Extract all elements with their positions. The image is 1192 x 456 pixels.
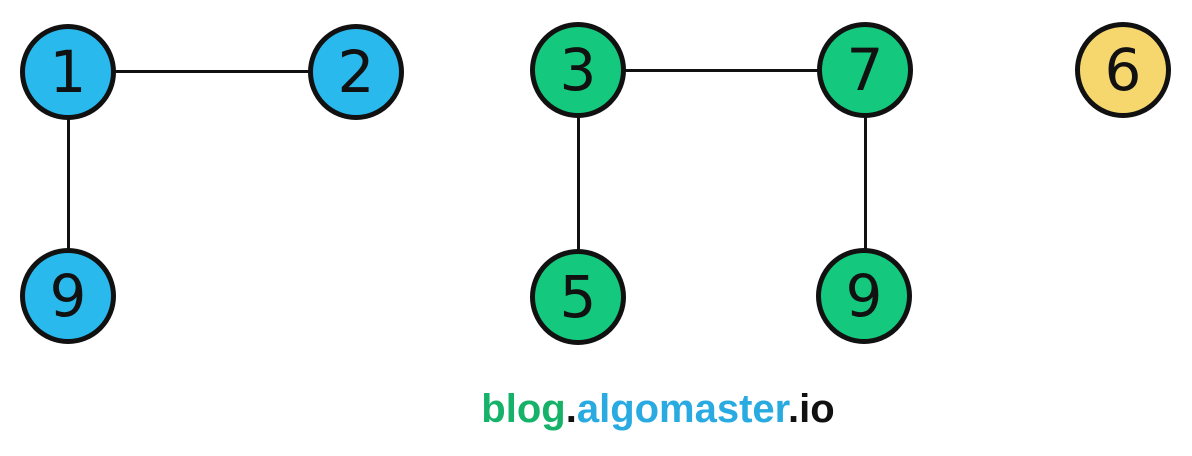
watermark-part-dot2: . bbox=[788, 387, 800, 431]
watermark-part-dot1: . bbox=[565, 387, 577, 431]
watermark-part-algomaster: algomaster bbox=[576, 387, 789, 431]
graph-node-2: 2 bbox=[308, 24, 404, 120]
graph-node-1: 1 bbox=[20, 24, 116, 120]
edge-3-7 bbox=[624, 69, 820, 72]
node-label: 3 bbox=[559, 36, 597, 104]
graph-node-7: 7 bbox=[817, 22, 913, 118]
node-label: 9 bbox=[845, 262, 883, 330]
node-label: 6 bbox=[1104, 36, 1142, 104]
edge-1-9 bbox=[67, 118, 70, 250]
watermark-blog-algomaster-io: blog.algomaster.io bbox=[481, 389, 834, 429]
watermark-part-io: io bbox=[799, 387, 835, 431]
edge-3-5 bbox=[577, 116, 580, 251]
edge-7-9 bbox=[864, 116, 867, 250]
node-label: 7 bbox=[846, 36, 884, 104]
graph-node-9-green: 9 bbox=[816, 248, 912, 344]
node-label: 9 bbox=[49, 262, 87, 330]
graph-node-5: 5 bbox=[530, 249, 626, 345]
node-label: 2 bbox=[337, 38, 375, 106]
graph-node-3: 3 bbox=[530, 22, 626, 118]
graph-node-9-blue: 9 bbox=[20, 248, 116, 344]
watermark-part-blog: blog bbox=[481, 387, 566, 431]
graph-node-6: 6 bbox=[1075, 22, 1171, 118]
node-label: 5 bbox=[559, 263, 597, 331]
edge-1-2 bbox=[114, 70, 310, 73]
node-label: 1 bbox=[49, 38, 87, 106]
